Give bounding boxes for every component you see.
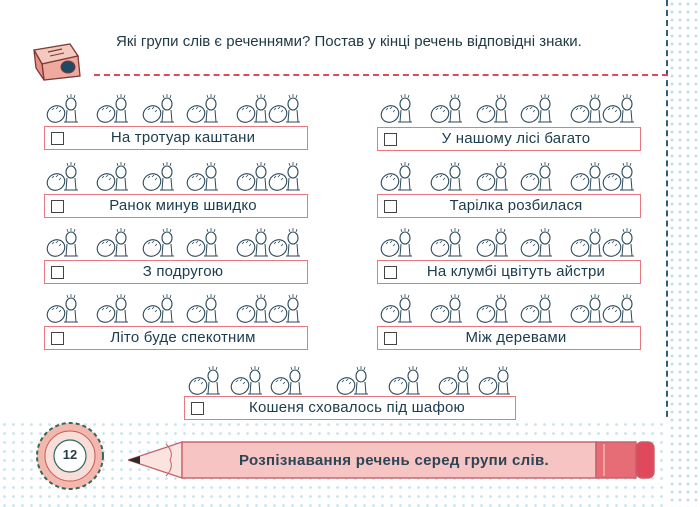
option-text: Ранок минув швидко <box>109 197 257 214</box>
cactus-doodle <box>44 158 306 194</box>
answer-checkbox[interactable] <box>384 200 397 213</box>
answer-checkbox[interactable] <box>384 133 397 146</box>
sentence-option: Кошеня сховалось під шафою <box>184 396 516 420</box>
header-dashed-line <box>94 74 668 76</box>
pencil-shaving-badge <box>36 422 104 490</box>
footer-topic: Розпізнавання речень серед групи слів. <box>239 452 549 469</box>
option-text: Кошеня сховалось під шафою <box>249 399 465 416</box>
option-text: Тарілка розбилася <box>449 197 583 214</box>
dotted-margin-strip <box>668 0 700 507</box>
sentence-option: Між деревами <box>377 326 641 350</box>
answer-checkbox[interactable] <box>191 402 204 415</box>
sentence-option: З подругою <box>44 260 308 284</box>
cactus-doodle <box>44 224 306 260</box>
answer-checkbox[interactable] <box>51 132 64 145</box>
answer-checkbox[interactable] <box>384 332 397 345</box>
cactus-doodle <box>44 90 306 126</box>
vertical-cut-line <box>666 0 668 507</box>
pencil-icon <box>128 441 655 479</box>
option-text: Літо буде спекотним <box>110 329 256 346</box>
answer-checkbox[interactable] <box>51 200 64 213</box>
option-text: Між деревами <box>465 329 567 346</box>
cactus-doodle <box>44 290 306 326</box>
answer-checkbox[interactable] <box>51 266 64 279</box>
sentence-option: Тарілка розбилася <box>377 194 641 218</box>
sharpener-icon <box>32 43 81 81</box>
option-text: На тротуар каштани <box>110 129 256 146</box>
page-number: 12 <box>62 447 78 462</box>
sentence-option: На тротуар каштани <box>44 126 308 150</box>
sentence-option: Літо буде спекотним <box>44 326 308 350</box>
option-text: З подругою <box>142 263 224 280</box>
option-text: У нашому лісі багато <box>441 130 591 147</box>
cactus-doodle <box>378 224 640 260</box>
answer-checkbox[interactable] <box>51 332 64 345</box>
cactus-doodle <box>378 90 640 126</box>
sentence-option: Ранок минув швидко <box>44 194 308 218</box>
dotted-bottom-strip <box>0 420 668 507</box>
sentence-option: На клумбі цвітуть айстри <box>377 260 641 284</box>
cactus-doodle <box>378 290 640 326</box>
cactus-doodle <box>378 158 640 194</box>
answer-checkbox[interactable] <box>384 266 397 279</box>
sentence-option: У нашому лісі багато <box>377 127 641 151</box>
task-instruction: Які групи слів є реченнями? Постав у кін… <box>116 33 582 50</box>
cactus-doodle <box>186 362 516 398</box>
option-text: На клумбі цвітуть айстри <box>426 263 606 280</box>
